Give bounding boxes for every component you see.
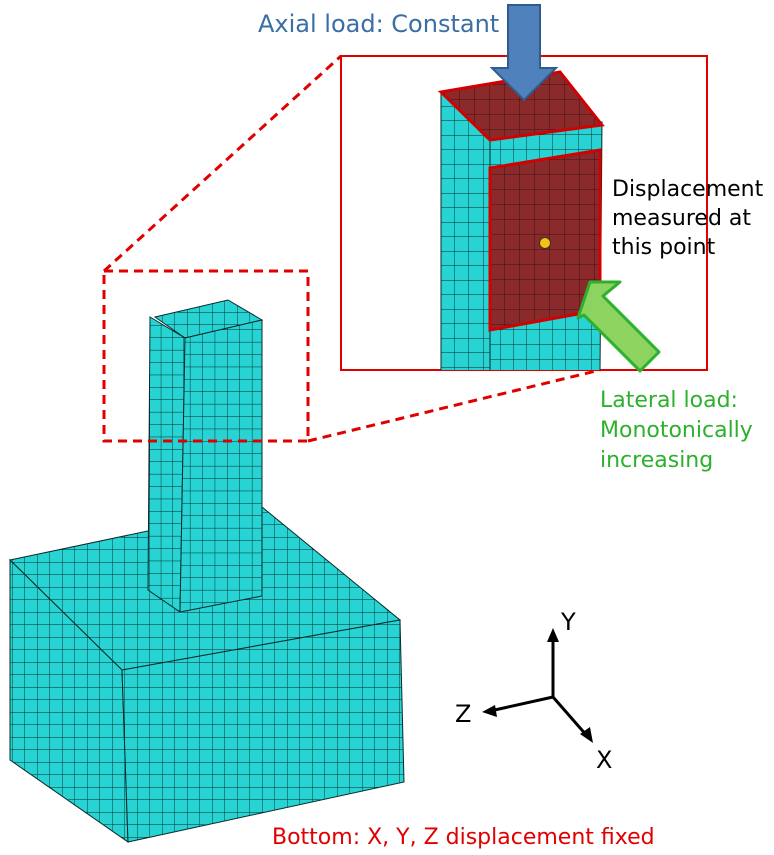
x-axis-arrowhead-icon xyxy=(580,727,593,743)
y-axis-arrowhead-icon xyxy=(547,628,559,642)
zoom-callout xyxy=(102,54,601,443)
z-axis-label: Z xyxy=(455,700,471,728)
foundation-block xyxy=(8,506,405,843)
callout-line-bottom xyxy=(307,368,601,443)
displacement-label-line1: Displacement xyxy=(612,177,764,202)
displacement-label-line2: measured at xyxy=(612,206,751,231)
boundary-condition-label: Bottom: X, Y, Z displacement fixed xyxy=(272,825,655,850)
lateral-load-label-line1: Lateral load: xyxy=(600,388,738,413)
measurement-point-dot xyxy=(539,237,551,249)
displacement-label-line3: this point xyxy=(612,235,716,260)
axial-load-arrow-icon xyxy=(489,4,559,102)
lateral-load-arrow-icon xyxy=(576,280,661,373)
callout-box xyxy=(102,269,310,443)
y-axis-label: Y xyxy=(560,608,576,636)
column xyxy=(147,299,264,613)
lateral-load-label-line2: Monotonically xyxy=(600,418,753,443)
lateral-load-label-line3: increasing xyxy=(600,448,713,473)
coordinate-axes xyxy=(489,636,590,738)
z-axis-line xyxy=(489,695,554,713)
zoom-inset xyxy=(340,55,708,371)
callout-line-top xyxy=(102,54,343,273)
z-axis-arrowhead-icon xyxy=(482,705,497,717)
x-axis-label: X xyxy=(596,746,612,774)
axial-load-label: Axial load: Constant xyxy=(258,10,499,38)
x-axis-line xyxy=(551,696,590,738)
